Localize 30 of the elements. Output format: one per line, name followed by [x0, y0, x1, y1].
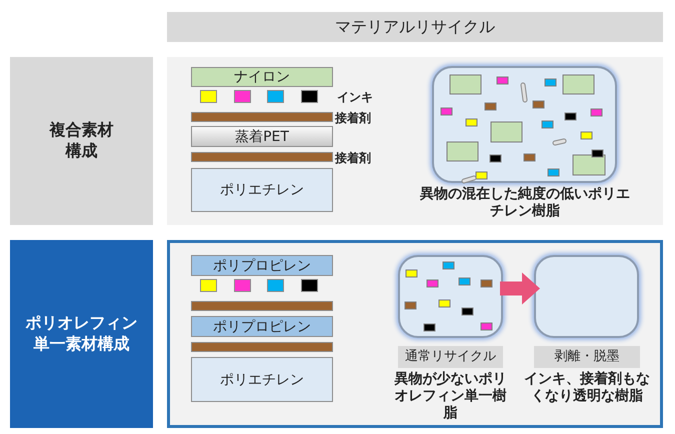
arrow — [500, 272, 540, 304]
header-band — [167, 12, 663, 42]
layer-label: ポリプロピレン — [213, 318, 311, 336]
layer-label: 蒸着PET — [235, 128, 289, 146]
layer-label: ポリエチレン — [220, 181, 304, 199]
row-title: 複合素材構成 — [48, 120, 114, 162]
layer-label: ポリプロピレン — [213, 256, 311, 274]
layer-annotation: インキ — [337, 89, 373, 106]
step-heading: 剥離・脱墨 — [534, 346, 640, 368]
polypropylene-layer — [191, 255, 333, 276]
layer-annotation: 接着剤 — [335, 150, 371, 167]
resin-container — [432, 66, 617, 183]
layer-label: ポリエチレン — [220, 370, 304, 388]
container-caption: 異物の混在した純度の低いポリエチレン樹脂 — [420, 186, 630, 220]
row-header — [10, 240, 153, 428]
header-title: マテリアルリサイクル — [335, 16, 495, 38]
polyethylene-layer — [191, 168, 333, 212]
resin-container — [398, 255, 503, 338]
resin-container — [534, 255, 639, 338]
layer-label: ナイロン — [234, 68, 290, 86]
nylon-layer — [191, 67, 333, 87]
polyethylene-layer — [191, 357, 333, 402]
container-caption: インキ、接着剤もなくなり透明な樹脂 — [523, 371, 651, 405]
row-title: ポリオレフィン単一素材構成 — [24, 313, 138, 355]
container-caption: 異物が少ないポリオレフィン単一樹脂 — [394, 371, 508, 422]
row-header — [10, 57, 153, 225]
step-heading: 通常リサイクル — [398, 346, 503, 368]
layer-annotation: 接着剤 — [335, 110, 371, 127]
polypropylene-layer — [191, 316, 333, 337]
pet-layer — [191, 126, 333, 147]
